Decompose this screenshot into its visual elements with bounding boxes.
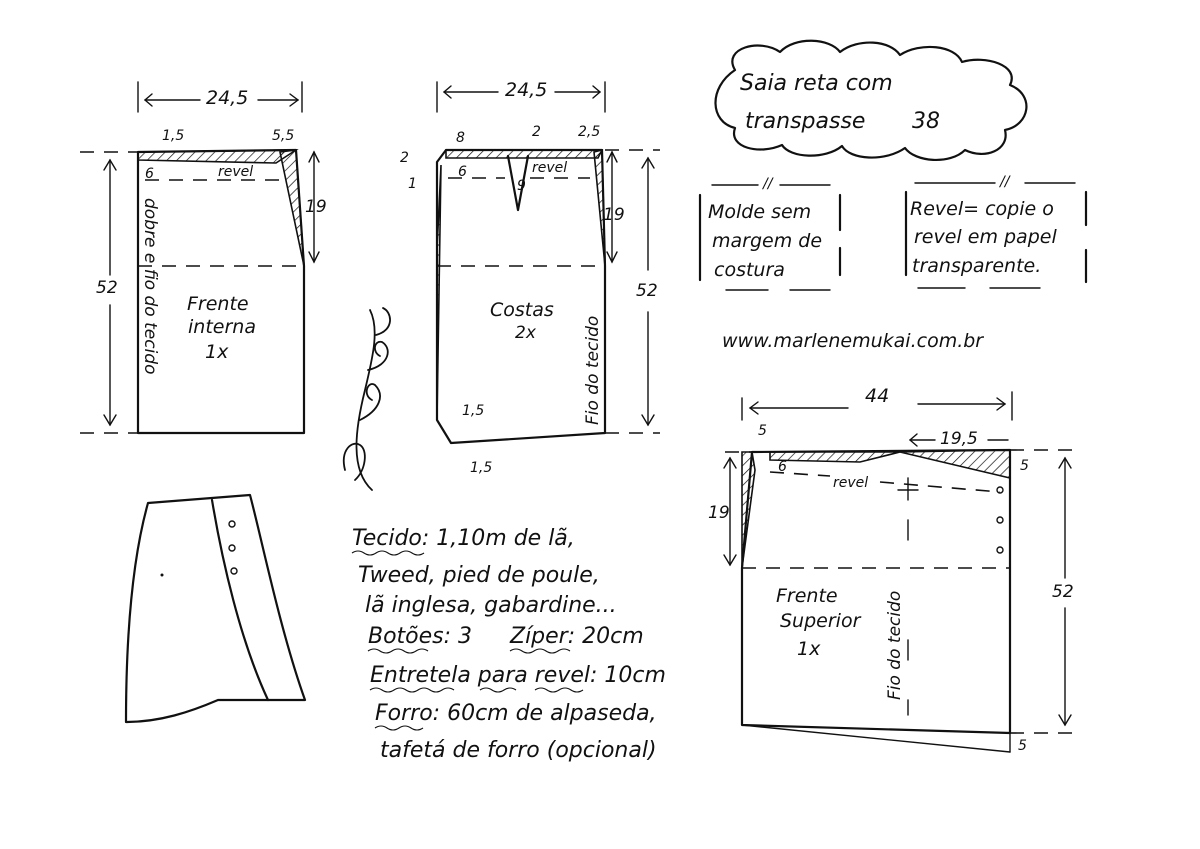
fs-revel: revel: [833, 475, 868, 491]
piece-costas: 24,5 8 2 2,5 2 1 revel 6 9 19 52 1,5 1,5…: [400, 79, 660, 476]
co-dart-depth: 9: [517, 178, 526, 194]
co-width: 24,5: [505, 79, 547, 101]
signature-logo: [342, 307, 391, 491]
materials-line4b: Zíper: 20cm: [509, 624, 644, 649]
fs-dart-len: 19: [708, 503, 730, 523]
co-hem-left: 1,5: [462, 403, 484, 419]
piece-frente-superior: 44 5 19,5 revel 6 5 19: [708, 385, 1075, 754]
fs-grain: Fio do tecido: [885, 591, 905, 700]
fs-left-top: 5: [758, 423, 767, 439]
fi-fold-text: dobre e fio do tecido: [140, 198, 160, 374]
website-url: www.marlenemukai.com.br: [722, 330, 984, 352]
note-right-line1: Revel= copie o: [910, 198, 1054, 220]
fs-qty: 1x: [797, 638, 821, 660]
fs-facing: 6: [778, 459, 787, 475]
title-cloud: Saia reta com transpasse 38: [714, 39, 1028, 162]
co-facing: 6: [458, 164, 467, 180]
note-left: // Molde sem margem de costura: [698, 176, 842, 291]
svg-text://: //: [998, 174, 1011, 190]
co-revel: revel: [532, 160, 567, 176]
svg-text://: //: [761, 176, 774, 192]
note-left-line1: Molde sem: [708, 201, 811, 223]
note-right-line2: revel em papel: [914, 226, 1057, 248]
co-dart-top: 2: [532, 124, 541, 140]
materials-line6: Forro: 60cm de alpaseda,: [375, 701, 657, 726]
skirt-illustration: [124, 493, 307, 724]
fs-overlap: 19,5: [940, 429, 978, 449]
note-right-line3: transparente.: [912, 255, 1041, 277]
note-left-line3: costura: [714, 259, 785, 281]
fi-revel: revel: [218, 164, 253, 180]
fs-name2: Superior: [780, 610, 862, 632]
materials-line2: Tweed, pied de poule,: [358, 563, 600, 588]
piece-frente-interna: 24,5 1,5 5,5 revel 6 19 52 dobre e fio d…: [80, 81, 327, 435]
fi-name2: interna: [188, 316, 256, 338]
fs-width: 44: [865, 385, 889, 407]
fs-name1: Frente: [776, 585, 838, 607]
co-length: 52: [636, 281, 658, 301]
title-size: 38: [912, 109, 940, 134]
materials-line5: Entretela para revel: 10cm: [370, 663, 666, 688]
co-left-small: 1: [408, 176, 417, 192]
materials-line7: tafetá de forro (opcional): [380, 738, 657, 763]
note-right: // Revel= copie o revel em papel transpa…: [904, 174, 1088, 289]
note-left-line2: margem de: [712, 230, 822, 252]
fi-length: 52: [96, 278, 118, 298]
fi-facing: 6: [145, 166, 154, 182]
fi-name1: Frente: [187, 293, 249, 315]
materials-line3: lã inglesa, gabardine...: [365, 593, 617, 618]
co-qty: 2x: [515, 323, 537, 343]
fi-left-top: 1,5: [162, 128, 184, 144]
fi-dart-len: 19: [305, 197, 327, 217]
fs-length: 52: [1052, 582, 1074, 602]
co-right-top: 2,5: [578, 124, 600, 140]
co-dart-len: 19: [603, 205, 625, 225]
fi-right-top: 5,5: [272, 128, 294, 144]
co-left-drop: 2: [400, 150, 409, 166]
co-name1: Costas: [490, 299, 554, 321]
fs-hem: 5: [1018, 738, 1027, 754]
co-hem-bottom: 1,5: [470, 460, 492, 476]
fs-right-top: 5: [1020, 458, 1029, 474]
fi-width: 24,5: [206, 87, 248, 109]
materials-list: Tecido: 1,10m de lã, Tweed, pied de poul…: [351, 526, 666, 763]
title-line2: transpasse: [745, 109, 865, 134]
co-waist-offset: 8: [456, 130, 465, 146]
materials-line4a: Botões: 3: [368, 624, 472, 649]
materials-line1: Tecido: 1,10m de lã,: [352, 526, 575, 551]
title-line1: Saia reta com: [740, 71, 893, 96]
co-grain: Fio do tecido: [583, 316, 603, 425]
fi-qty: 1x: [205, 341, 229, 363]
